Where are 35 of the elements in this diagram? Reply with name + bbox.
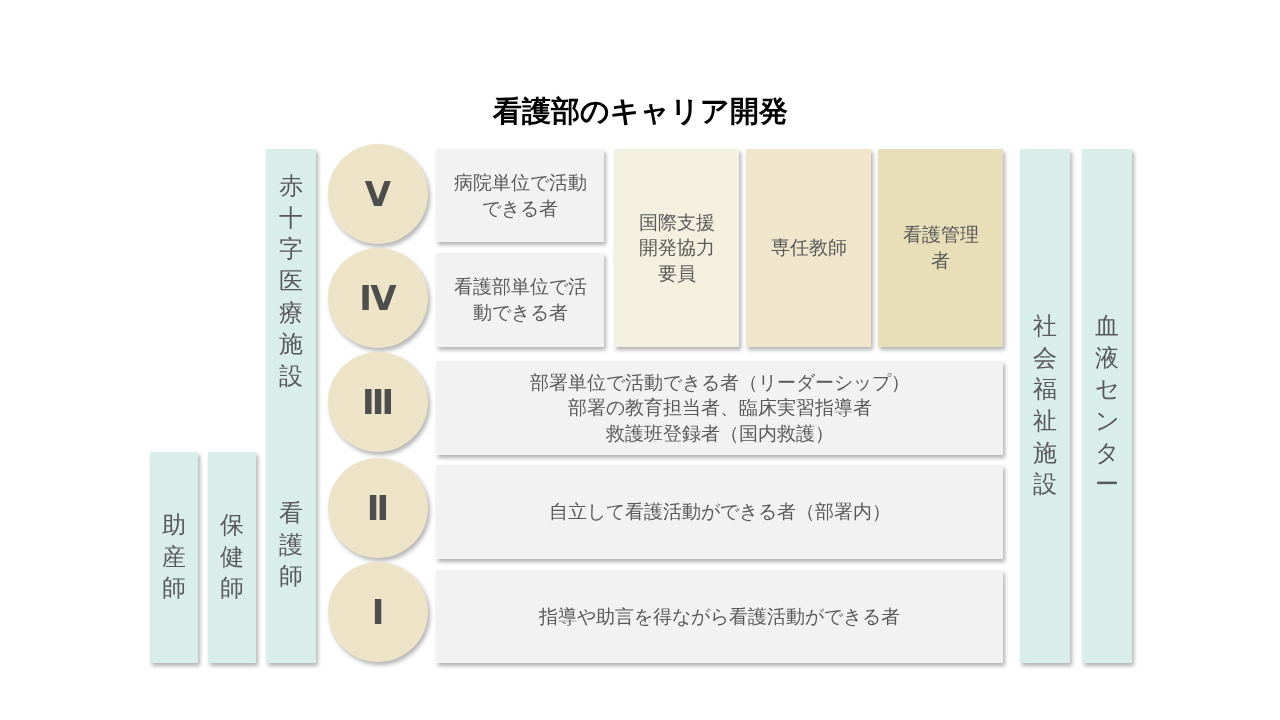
column-label: 血液センター [1094,311,1120,501]
role-box [878,149,1003,347]
level-box [436,361,1003,455]
level-numeral: Ⅰ [371,592,385,632]
level-box [436,253,604,347]
level-box [436,149,604,242]
role-box [614,149,739,347]
column-label: 保健師 [219,510,245,605]
column-band [150,452,198,663]
column-band [1020,149,1070,663]
title: 看護部のキャリア開発 [491,93,789,130]
role-box [746,149,871,347]
level-numeral: Ⅳ [359,278,397,318]
level-numeral: Ⅱ [366,488,390,528]
box-text: 自立して看護活動ができる者（部署内） [548,499,891,525]
box-text: 指導や助言を得ながら看護活動ができる者 [539,603,900,629]
column-label: 看護師 [278,498,304,593]
column-label: 助産師 [161,510,187,605]
column-band [1082,149,1132,663]
box-text: 部署の教育担当者、臨床実習指導者 [567,395,872,421]
column-label: 赤十字医療施設 [278,171,304,393]
level-numeral: Ⅴ [364,174,392,214]
box-text: 看護管理者 [901,222,980,273]
column-band [266,149,316,663]
level-box [436,570,1003,663]
box-text: 病院単位で活動できる者 [452,169,588,221]
level-numeral: Ⅲ [361,382,395,422]
box-text: 専任教師 [770,235,847,261]
column-label: 社会福祉施設 [1032,311,1058,501]
box-text: 部署単位で活動できる者（リーダーシップ） [529,369,910,395]
box-text: 国際支援開発協力要員 [637,209,716,286]
box-text: 看護部単位で活動できる者 [452,274,588,325]
box-text: 救護班登録者（国内救護） [605,420,834,446]
level-box [436,465,1003,559]
column-band [208,452,256,663]
